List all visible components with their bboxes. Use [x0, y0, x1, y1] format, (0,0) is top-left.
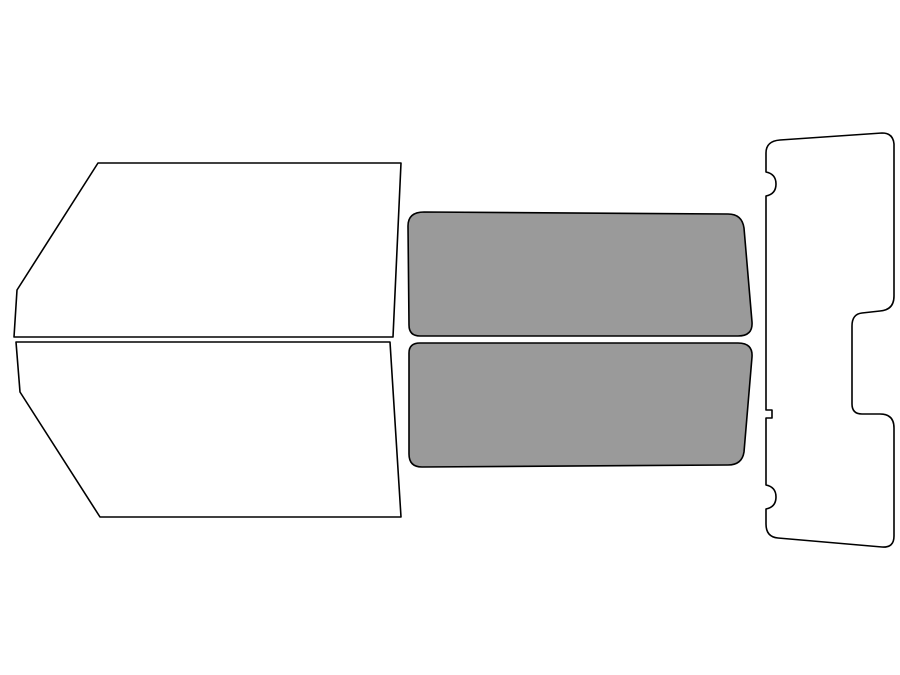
back-window: [765, 132, 895, 548]
rear-window-lower: [408, 342, 753, 468]
rear-window-upper: [407, 211, 753, 337]
front-door-window-lower: [15, 341, 402, 518]
front-door-window-upper: [13, 162, 402, 338]
